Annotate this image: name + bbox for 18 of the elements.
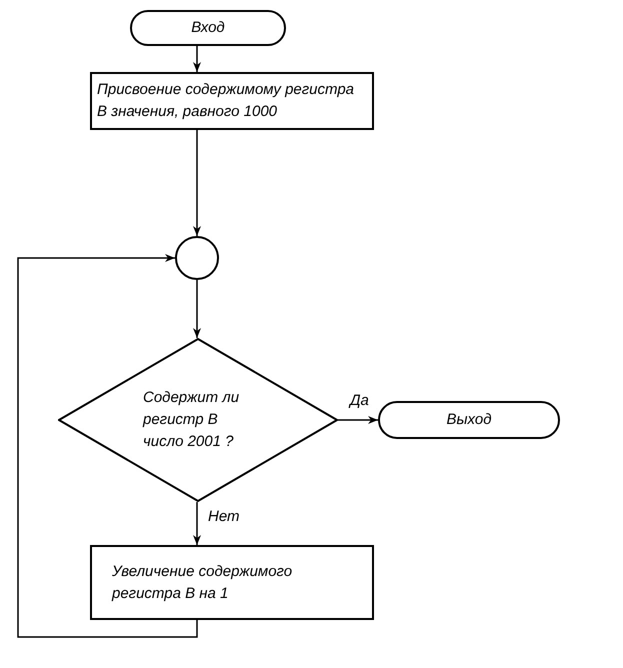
arrow xyxy=(193,280,201,338)
connector-circle xyxy=(175,236,219,280)
node-text: Присвоение содержимому регистра B значения, равного 1000 xyxy=(97,80,355,122)
arrow xyxy=(338,416,378,424)
node-text: Выход xyxy=(445,410,492,430)
arrow xyxy=(193,502,201,545)
start-terminal xyxy=(130,10,286,46)
arrow xyxy=(193,130,201,236)
arrow xyxy=(193,46,201,72)
node-text: Содержит ли регистр B число 2001 ? xyxy=(143,388,240,452)
node-text: Увеличение содержимого регистра B на 1 xyxy=(112,562,294,604)
decision-diamond xyxy=(58,338,338,502)
process-box xyxy=(90,545,374,620)
process-box xyxy=(90,72,374,130)
end-terminal xyxy=(378,401,560,439)
arrow xyxy=(17,254,198,638)
node-text: Вход xyxy=(190,18,226,38)
edge-label: Да xyxy=(348,392,371,410)
